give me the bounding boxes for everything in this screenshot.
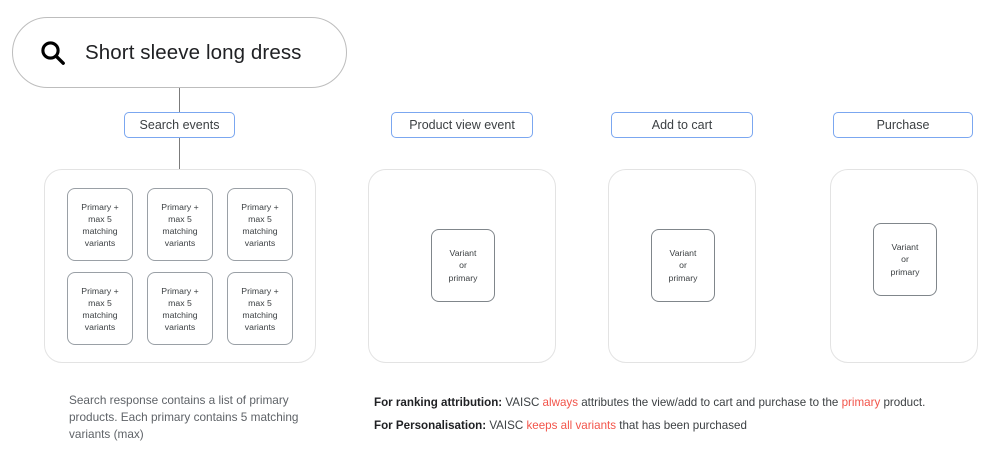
attribution-caption: For ranking attribution: VAISC always at… [374, 392, 984, 437]
primary-variant-card[interactable]: Primary + max 5 matching variants [67, 188, 133, 261]
primary-variant-card[interactable]: Primary + max 5 matching variants [147, 188, 213, 261]
card-line-4: variants [244, 237, 276, 248]
card-line-3: matching [242, 225, 278, 236]
stage-label-purchase[interactable]: Purchase [833, 112, 973, 138]
search-bar[interactable]: Short sleeve long dress [12, 17, 347, 88]
connector-line-top [179, 88, 180, 113]
ranking-attribution-line: For ranking attribution: VAISC always at… [374, 392, 984, 415]
card-line-1: Primary + [81, 201, 119, 212]
card-line-1: Primary + [161, 285, 199, 296]
primary-variant-card[interactable]: Primary + max 5 matching variants [227, 188, 293, 261]
card-line-2: max 5 [248, 213, 272, 224]
card-line-2: max 5 [88, 213, 112, 224]
ranking-text-part-1: VAISC [502, 396, 543, 409]
variant-card-line-2: or [679, 260, 687, 271]
purchase-panel: Variant or primary [830, 169, 978, 363]
card-line-2: max 5 [88, 297, 112, 308]
personalisation-text-part-2: that has been purchased [616, 418, 747, 432]
card-line-3: matching [82, 225, 118, 236]
stage-label-add-to-cart[interactable]: Add to cart [611, 112, 753, 138]
ranking-highlight-primary: primary [841, 396, 881, 409]
stage-label-search-events[interactable]: Search events [124, 112, 235, 138]
personalisation-label: For Personalisation: [374, 418, 487, 432]
ranking-attribution-label: For ranking attribution: [374, 396, 503, 409]
card-line-1: Primary + [161, 201, 199, 212]
variant-or-primary-card[interactable]: Variant or primary [431, 229, 495, 302]
connector-line-middle [179, 138, 180, 169]
ranking-text-part-3: product. [880, 396, 926, 409]
primary-variant-card[interactable]: Primary + max 5 matching variants [147, 272, 213, 345]
card-line-2: max 5 [168, 297, 192, 308]
variant-card-line-2: or [459, 260, 467, 271]
ranking-text-part-2: attributes the view/add to cart and purc… [578, 396, 842, 409]
variant-card-line-1: Variant [891, 241, 919, 252]
variant-card-line-2: or [901, 254, 909, 265]
search-query-text: Short sleeve long dress [85, 40, 302, 64]
card-line-3: matching [242, 309, 278, 320]
card-line-1: Primary + [241, 201, 279, 212]
card-line-2: max 5 [168, 213, 192, 224]
card-line-3: matching [162, 309, 198, 320]
card-line-3: matching [82, 309, 118, 320]
primary-variant-card[interactable]: Primary + max 5 matching variants [227, 272, 293, 345]
card-line-4: variants [164, 321, 196, 332]
stage-label-product-view-event[interactable]: Product view event [391, 112, 533, 138]
variant-card-line-3: primary [890, 266, 920, 277]
search-results-panel: Primary + max 5 matching variants Primar… [44, 169, 316, 363]
primary-card-grid: Primary + max 5 matching variants Primar… [67, 188, 293, 345]
card-line-4: variants [84, 237, 116, 248]
variant-card-line-1: Variant [449, 247, 477, 258]
card-line-1: Primary + [241, 285, 279, 296]
search-icon [41, 40, 65, 65]
card-line-4: variants [244, 321, 276, 332]
variant-card-line-3: primary [448, 272, 478, 283]
card-line-3: matching [162, 225, 198, 236]
card-line-1: Primary + [81, 285, 119, 296]
card-line-4: variants [164, 237, 196, 248]
card-line-4: variants [84, 321, 116, 332]
personalisation-text-part-1: VAISC [486, 418, 527, 432]
card-line-2: max 5 [248, 297, 272, 308]
personalisation-highlight-variants: keeps all variants [526, 418, 617, 432]
product-view-panel: Variant or primary [368, 169, 556, 363]
primary-variant-card[interactable]: Primary + max 5 matching variants [67, 272, 133, 345]
variant-or-primary-card[interactable]: Variant or primary [873, 223, 937, 296]
search-response-caption: Search response contains a list of prima… [69, 393, 299, 441]
ranking-highlight-always: always [542, 396, 578, 409]
variant-card-line-3: primary [668, 272, 698, 283]
variant-or-primary-card[interactable]: Variant or primary [651, 229, 715, 302]
add-to-cart-panel: Variant or primary [608, 169, 756, 363]
variant-card-line-1: Variant [669, 247, 697, 258]
personalisation-line: For Personalisation: VAISC keeps all var… [374, 415, 984, 438]
